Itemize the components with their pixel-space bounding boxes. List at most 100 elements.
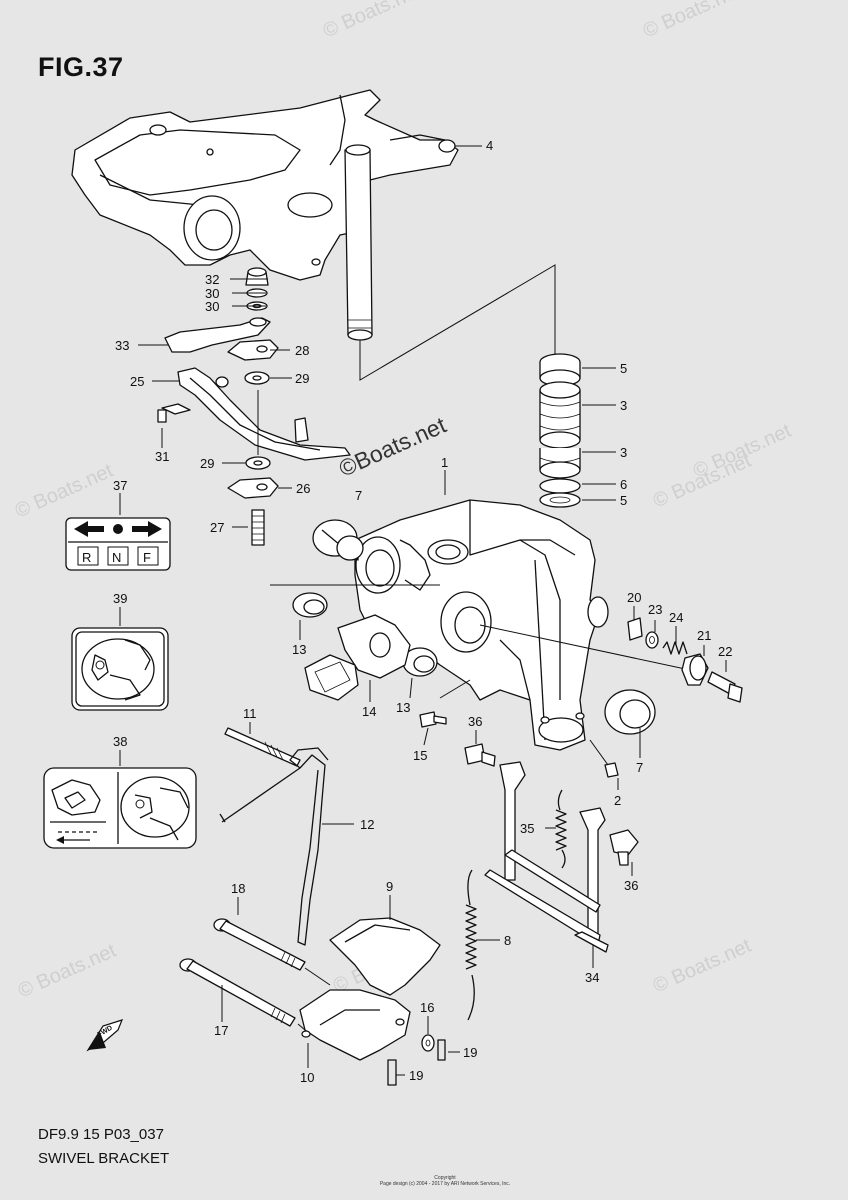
callout-9: 9 xyxy=(386,879,393,894)
stopper-26 xyxy=(227,477,279,499)
callout-30: 30 xyxy=(205,299,219,314)
bolt-17 xyxy=(179,958,296,1027)
bushing-13-upper xyxy=(292,592,328,618)
callout-5: 5 xyxy=(620,493,627,508)
cotter-pin-19a xyxy=(437,1039,446,1061)
callout-labels: 4 32 30 30 33 28 25 29 31 5 3 3 6 5 1 29… xyxy=(113,138,732,1085)
clamp-bracket-drawing xyxy=(71,89,459,281)
callout-2: 2 xyxy=(614,793,621,808)
decal-37: R N F xyxy=(65,517,171,571)
callout-10: 10 xyxy=(300,1070,314,1085)
callout-12: 12 xyxy=(360,817,374,832)
model-code: DF9.9 15 P03_037 xyxy=(38,1126,164,1143)
leader-lines xyxy=(119,145,727,1076)
callout-36: 36 xyxy=(624,878,638,893)
copyright-note: Copyright Page design (c) 2004 - 2017 by… xyxy=(370,1175,520,1187)
callout-14: 14 xyxy=(362,704,376,719)
decal-letter-n: N xyxy=(112,550,121,565)
callout-29: 29 xyxy=(200,456,214,471)
rod-11 xyxy=(224,727,301,767)
spring-35 xyxy=(555,789,567,869)
callout-8: 8 xyxy=(504,933,511,948)
bolt-22 xyxy=(707,671,743,703)
stud-bolt-27 xyxy=(251,509,265,546)
washer-16 xyxy=(421,1034,435,1052)
callout-36: 36 xyxy=(468,714,482,729)
decal-39 xyxy=(71,627,169,711)
callout-38: 38 xyxy=(113,734,127,749)
bolt-36-upper xyxy=(464,743,496,767)
decal-letter-f: F xyxy=(143,550,151,565)
spring-8 xyxy=(465,869,477,1021)
callout-34: 34 xyxy=(585,970,599,985)
callout-35: 35 xyxy=(520,821,534,836)
callout-27: 27 xyxy=(210,520,224,535)
swivel-bracket-body xyxy=(354,499,609,751)
callout-32: 32 xyxy=(205,272,219,287)
bracket-10 xyxy=(299,989,411,1061)
frame-34 xyxy=(484,761,609,953)
callout-19: 19 xyxy=(463,1045,477,1060)
knob-21 xyxy=(681,653,709,686)
callout-18: 18 xyxy=(231,881,245,896)
callout-37: 37 xyxy=(113,478,127,493)
grease-nipple-2 xyxy=(589,739,619,778)
link-rod-12 xyxy=(219,747,329,946)
bolt-15 xyxy=(419,711,447,728)
fwd-direction-marker: FWD xyxy=(86,1019,124,1052)
copyright-line: Page design (c) 2004 - 2017 by ARI Netwo… xyxy=(379,1181,511,1187)
pivot-shaft-drawing xyxy=(344,144,556,381)
callout-6: 6 xyxy=(620,477,627,492)
spring-24 xyxy=(662,641,688,655)
bracket-14 xyxy=(304,614,411,701)
tilt-lever-25 xyxy=(157,367,351,461)
bushing-7-lower xyxy=(604,689,656,735)
stopper-28 xyxy=(227,339,279,361)
lock-plate-drawing xyxy=(164,317,271,353)
callout-13: 13 xyxy=(292,642,306,657)
lock-20 xyxy=(627,617,643,641)
callout-15: 15 xyxy=(413,748,427,763)
callout-7: 7 xyxy=(636,760,643,775)
callout-19: 19 xyxy=(409,1068,423,1083)
decal-38 xyxy=(43,767,197,849)
bolt-18 xyxy=(213,918,306,971)
callout-13: 13 xyxy=(396,700,410,715)
callout-17: 17 xyxy=(214,1023,228,1038)
callout-4: 4 xyxy=(486,138,493,153)
callout-11: 11 xyxy=(243,706,257,721)
callout-39: 39 xyxy=(113,591,127,606)
callout-29: 29 xyxy=(295,371,309,386)
callout-21: 21 xyxy=(697,628,711,643)
washer-23 xyxy=(645,631,659,649)
stop-lever-9 xyxy=(329,917,441,996)
cotter-pin-19b xyxy=(387,1059,397,1086)
callout-24: 24 xyxy=(669,610,683,625)
decal-letter-r: R xyxy=(82,550,91,565)
callout-28: 28 xyxy=(295,343,309,358)
callout-31: 31 xyxy=(155,449,169,464)
callout-1: 1 xyxy=(441,455,448,470)
callout-23: 23 xyxy=(648,602,662,617)
figure-title: FIG.37 xyxy=(38,52,124,82)
callout-26: 26 xyxy=(296,481,310,496)
callout-7: 7 xyxy=(355,488,362,503)
copyright-line: Copyright xyxy=(434,1175,456,1181)
callout-16: 16 xyxy=(420,1000,434,1015)
callout-33: 33 xyxy=(115,338,129,353)
washer-29a xyxy=(244,371,270,385)
callout-5: 5 xyxy=(620,361,627,376)
callout-25: 25 xyxy=(130,374,144,389)
nut-washer-stack xyxy=(245,267,269,311)
callout-22: 22 xyxy=(718,644,732,659)
callout-20: 20 xyxy=(627,590,641,605)
callout-30: 30 xyxy=(205,286,219,301)
callout-3: 3 xyxy=(620,398,627,413)
section-name: SWIVEL BRACKET xyxy=(38,1150,170,1167)
washer-29b xyxy=(245,456,271,470)
bolt-36-lower xyxy=(609,829,639,866)
bushing-7-upper xyxy=(312,519,364,561)
bushing-stack xyxy=(539,353,581,508)
